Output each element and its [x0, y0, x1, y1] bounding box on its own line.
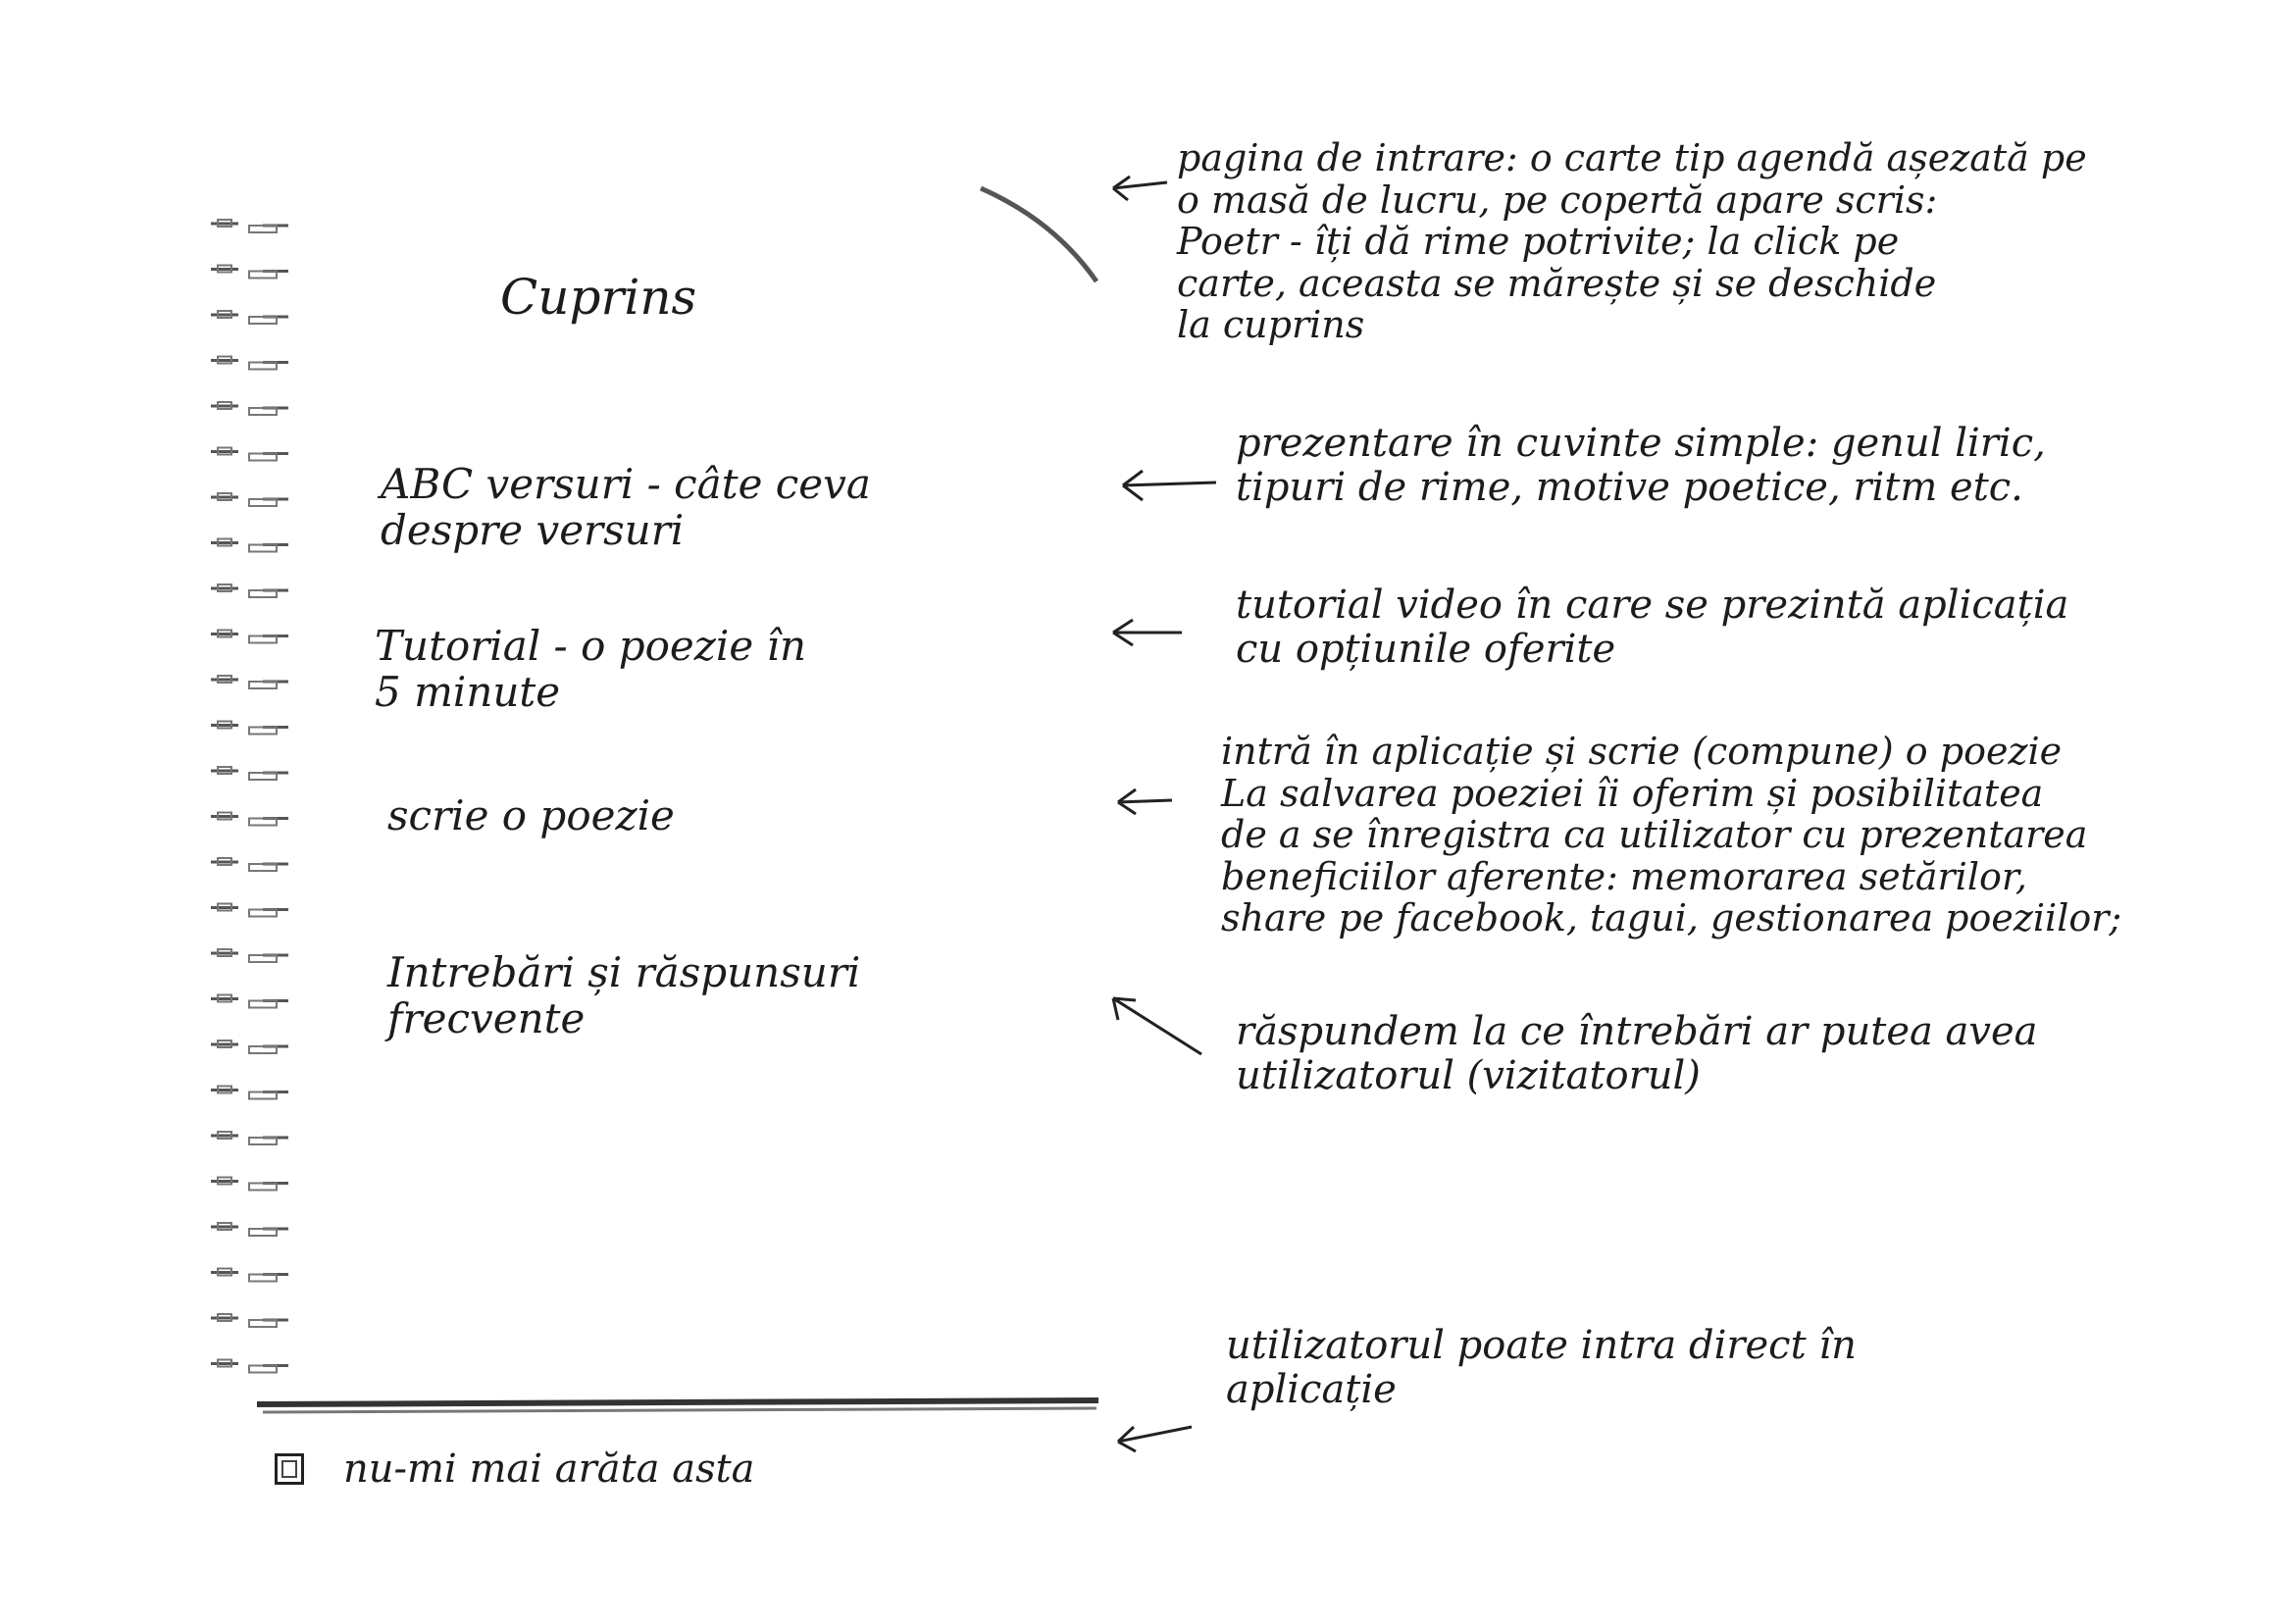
note-entry-page: pagina de intrare: o carte tip agendă aș… — [1177, 136, 2087, 347]
spiral-ring — [211, 675, 288, 689]
spiral-ring — [211, 537, 288, 553]
spiral-ring — [211, 401, 288, 416]
spiral-binding — [211, 219, 288, 1374]
spiral-ring — [211, 492, 288, 507]
page-bottom-edge — [256, 1397, 1099, 1407]
spiral-ring — [211, 1176, 288, 1192]
spiral-ring — [211, 811, 288, 827]
spiral-ring — [211, 766, 288, 781]
arrow-icon — [1111, 996, 1202, 1056]
spiral-ring — [211, 1267, 288, 1283]
spiral-ring — [211, 1358, 288, 1374]
note-abc-versuri: prezentare în cuvinte simple: genul liri… — [1236, 421, 2046, 510]
menu-item-tutorial[interactable]: Tutorial - o poezie în 5 minute — [375, 622, 807, 717]
note-intrebari: răspundem la ce întrebări ar putea avea … — [1236, 1009, 2038, 1098]
menu-item-scrie-poezie[interactable]: scrie o poezie — [387, 791, 675, 839]
page-curl-stroke — [979, 185, 1099, 283]
spiral-ring — [211, 629, 288, 644]
spiral-ring — [211, 355, 288, 371]
dont-show-again-checkbox[interactable] — [275, 1453, 304, 1485]
page-bottom-edge-shadow — [262, 1406, 1097, 1414]
spiral-ring — [211, 219, 288, 233]
spiral-ring — [211, 948, 288, 963]
note-tutorial: tutorial video în care se prezintă aplic… — [1236, 583, 2069, 672]
note-direct-app: utilizatorul poate intra direct în aplic… — [1226, 1323, 1857, 1412]
spiral-ring — [211, 902, 288, 918]
spiral-ring — [211, 1085, 288, 1100]
arrow-icon — [1116, 1425, 1193, 1453]
menu-item-intrebari-frecvente[interactable]: Intrebări și răspunsuri frecvente — [387, 948, 861, 1043]
spiral-ring — [211, 1313, 288, 1328]
spiral-ring — [211, 857, 288, 872]
spiral-ring — [211, 720, 288, 736]
spiral-ring — [211, 584, 288, 598]
menu-item-abc-versuri[interactable]: ABC versuri - câte ceva despre versuri — [381, 460, 871, 555]
spiral-ring — [211, 1222, 288, 1237]
spiral-ring — [211, 1131, 288, 1145]
arrow-icon — [1122, 469, 1217, 502]
note-scrie-poezie: intră în aplicație și scrie (compune) o … — [1221, 730, 2122, 940]
arrow-icon — [1112, 175, 1168, 202]
spiral-ring — [211, 993, 288, 1009]
arrow-icon — [1112, 618, 1182, 647]
spiral-ring — [211, 264, 288, 279]
dont-show-again-label[interactable]: nu-mi mai arăta asta — [343, 1446, 755, 1492]
spiral-ring — [211, 310, 288, 325]
spiral-ring — [211, 446, 288, 462]
arrow-icon — [1117, 787, 1173, 816]
spiral-ring — [211, 1040, 288, 1054]
contents-title: Cuprins — [500, 269, 697, 326]
